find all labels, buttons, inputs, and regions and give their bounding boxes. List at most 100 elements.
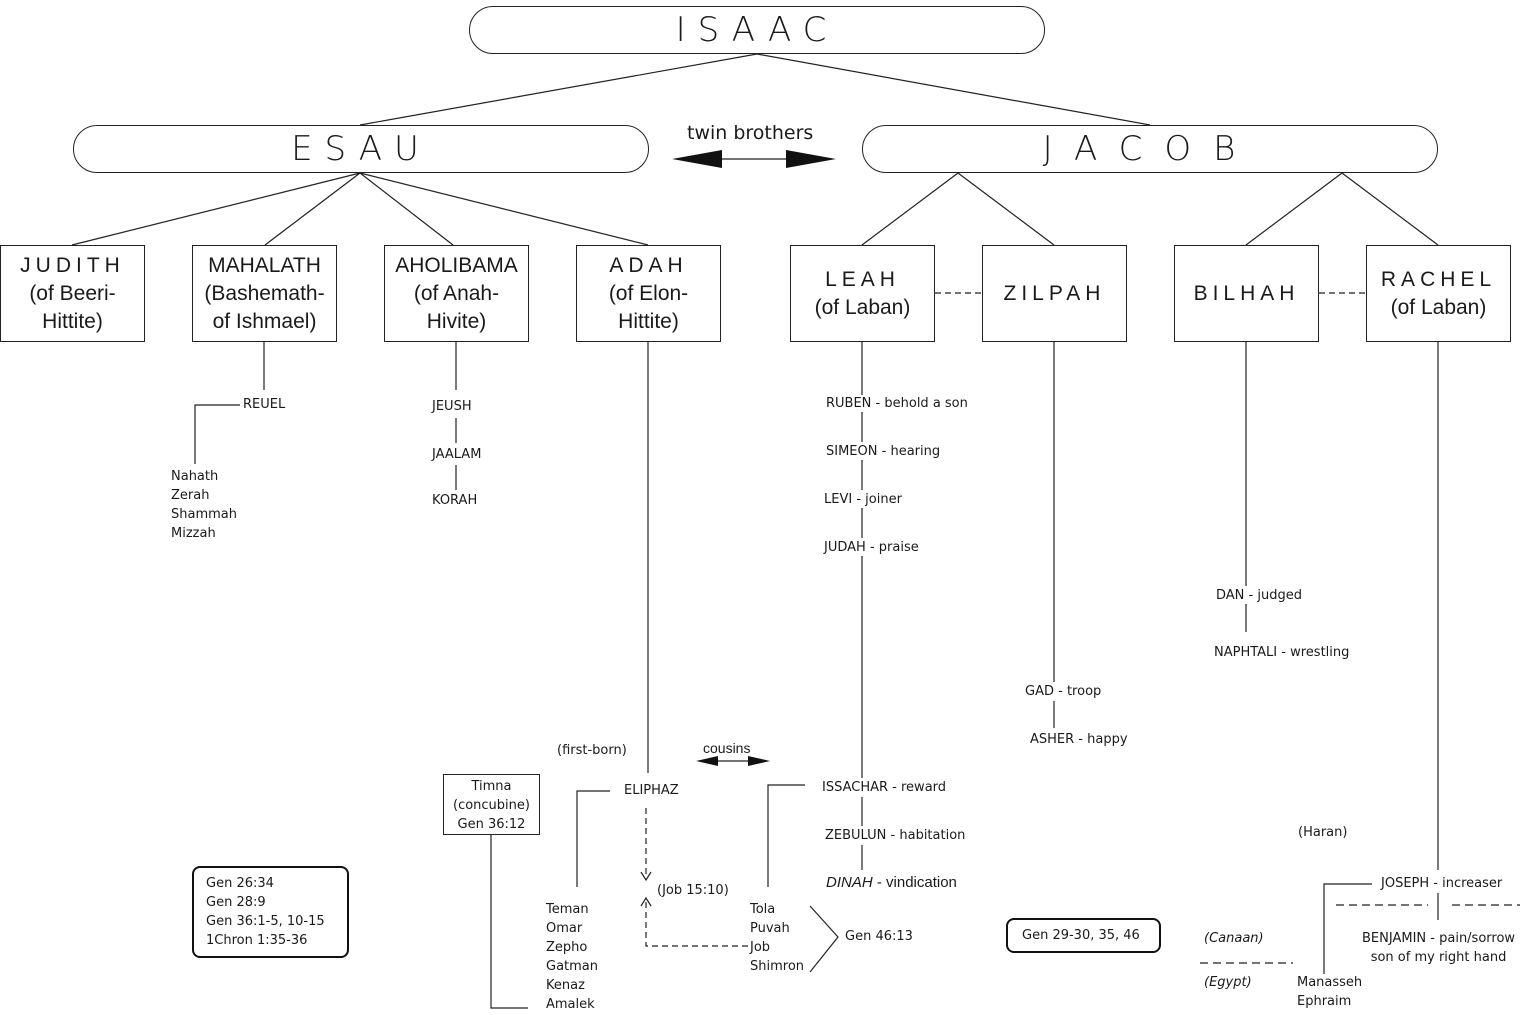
node-judith[interactable]: JUDITH (of Beeri- Hittite) xyxy=(0,245,145,342)
line-esau-mahalath xyxy=(264,172,361,246)
judith-name: JUDITH xyxy=(20,253,125,277)
rachel-name: RACHEL xyxy=(1380,267,1497,291)
reference-item: Gen 26:34 xyxy=(206,876,274,891)
judith-origin: (of Beeri- xyxy=(29,281,116,305)
zilpah-name: ZILPAH xyxy=(1003,281,1106,305)
list-item: Kenaz xyxy=(546,978,585,993)
list-item: Teman xyxy=(546,902,589,917)
esau-references: Gen 26:34 Gen 28:9 Gen 36:1-5, 10-15 1Ch… xyxy=(192,866,349,958)
node-asher[interactable]: ASHER - happy xyxy=(1030,732,1128,747)
node-issachar[interactable]: ISSACHAR - reward xyxy=(822,780,947,795)
node-simeon[interactable]: SIMEON - hearing xyxy=(826,444,941,459)
benjamin-meaning-2: son of my right hand xyxy=(1370,950,1507,965)
line-eliphaz-sons xyxy=(576,790,610,887)
line-jacob-bilhah xyxy=(1245,172,1343,246)
cousins-arrow-right-head xyxy=(748,756,770,766)
list-item: Manasseh xyxy=(1297,975,1363,990)
line-esau-aholibama xyxy=(359,172,454,246)
node-zebulun[interactable]: ZEBULUN - habitation xyxy=(825,828,966,843)
jacob-references: Gen 29-30, 35, 46 xyxy=(1006,918,1161,953)
timna-role: (concubine) xyxy=(453,798,530,813)
node-timna[interactable]: Timna (concubine) Gen 36:12 xyxy=(443,774,540,835)
line-job-dashed xyxy=(645,900,748,947)
rachel-origin: (of Laban) xyxy=(1390,295,1487,319)
leah-origin: (of Laban) xyxy=(814,295,911,319)
cousins-arrow-left-head xyxy=(696,756,718,766)
line-jacob-rachel xyxy=(1341,172,1439,246)
list-item: Zerah xyxy=(171,488,210,503)
adah-origin: (of Elon- xyxy=(608,281,689,305)
node-gad[interactable]: GAD - troop xyxy=(1025,684,1102,699)
jacob-label: JACOB xyxy=(1042,129,1258,169)
line-jacob-leah xyxy=(861,172,959,246)
bracket-gen4613 xyxy=(809,905,839,973)
node-naphtali[interactable]: NAPHTALI - wrestling xyxy=(1214,645,1350,660)
arrow-up-job xyxy=(640,896,652,907)
line-issachar-sons xyxy=(767,784,805,887)
list-item: Shimron xyxy=(750,959,805,974)
first-born-note: (first-born) xyxy=(557,743,627,758)
mahalath-name: MAHALATH xyxy=(208,253,321,277)
reference-item: Gen 28:9 xyxy=(206,895,266,910)
joseph-sons-list: Manasseh Ephraim xyxy=(1297,973,1362,1011)
arrow-down-job xyxy=(640,871,652,882)
node-adah[interactable]: ADAH (of Elon- Hittite) xyxy=(576,245,721,342)
place-egypt: (Egypt) xyxy=(1204,975,1252,990)
eliphaz-sons-list: Teman Omar Zepho Gatman Kenaz Amalek xyxy=(546,900,598,1014)
node-aholibama[interactable]: AHOLIBAMA (of Anah- Hivite) xyxy=(384,245,529,342)
node-jaalam[interactable]: JAALAM xyxy=(432,447,482,462)
aholibama-origin: (of Anah- xyxy=(413,281,500,305)
node-judah[interactable]: JUDAH - praise xyxy=(824,540,919,555)
list-item: Job xyxy=(750,940,771,955)
node-leah[interactable]: LEAH (of Laban) xyxy=(790,245,935,342)
node-joseph[interactable]: JOSEPH - increaser xyxy=(1381,876,1503,891)
node-levi[interactable]: LEVI - joiner xyxy=(824,492,902,507)
aholibama-name: AHOLIBAMA xyxy=(395,253,518,277)
node-eliphaz[interactable]: ELIPHAZ xyxy=(624,783,679,798)
mahalath-origin-2: of Ishmael) xyxy=(212,309,317,333)
esau-label: ESAU xyxy=(291,129,431,169)
node-isaac[interactable]: ISAAC xyxy=(469,6,1045,54)
reference-item: Gen 36:1-5, 10-15 xyxy=(206,914,325,929)
node-ruben[interactable]: RUBEN - behold a son xyxy=(826,396,968,411)
place-canaan: (Canaan) xyxy=(1204,931,1264,946)
node-dinah[interactable]: DINAH - vindication xyxy=(826,874,957,891)
node-rachel[interactable]: RACHEL (of Laban) xyxy=(1366,245,1511,342)
node-dan[interactable]: DAN - judged xyxy=(1216,588,1302,603)
node-jeush[interactable]: JEUSH xyxy=(432,399,472,414)
line-joseph-sons xyxy=(1323,883,1372,974)
isaac-label: ISAAC xyxy=(675,10,839,50)
job-reference: (Job 15:10) xyxy=(657,883,729,898)
list-item: Nahath xyxy=(171,469,219,484)
line-isaac-esau xyxy=(359,53,758,126)
issachar-sons-list: Tola Puvah Job Shimron xyxy=(750,900,804,976)
list-item: Amalek xyxy=(546,997,595,1012)
reference-item: 1Chron 1:35-36 xyxy=(206,933,308,948)
reuel-sons-list: Nahath Zerah Shammah Mizzah xyxy=(171,467,237,543)
node-esau[interactable]: ESAU xyxy=(73,125,649,173)
issachar-sons-ref: Gen 46:13 xyxy=(845,929,913,944)
line-reuel-sons xyxy=(194,404,240,464)
line-esau-judith xyxy=(71,172,361,246)
mahalath-origin: (Bashemath- xyxy=(204,281,325,305)
node-reuel[interactable]: REUEL xyxy=(243,397,286,412)
list-item: Gatman xyxy=(546,959,599,974)
list-item: Omar xyxy=(546,921,583,936)
list-item: Zepho xyxy=(546,940,588,955)
node-benjamin[interactable]: BENJAMIN - pain/sorrow son of my right h… xyxy=(1362,931,1516,965)
node-mahalath[interactable]: MAHALATH (Bashemath- of Ishmael) xyxy=(192,245,337,342)
judith-origin-2: Hittite) xyxy=(42,309,103,333)
list-item: Shammah xyxy=(171,507,237,522)
node-zilpah[interactable]: ZILPAH xyxy=(982,245,1127,342)
node-korah[interactable]: KORAH xyxy=(432,493,478,508)
leah-name: LEAH xyxy=(825,267,900,291)
timna-name: Timna xyxy=(471,779,512,794)
place-haran: (Haran) xyxy=(1298,825,1348,840)
line-timna-amalek xyxy=(490,834,528,1009)
list-item: Puvah xyxy=(750,921,790,936)
node-jacob[interactable]: JACOB xyxy=(862,125,1438,173)
list-item: Ephraim xyxy=(1297,994,1352,1009)
node-bilhah[interactable]: BILHAH xyxy=(1174,245,1319,342)
adah-name: ADAH xyxy=(609,253,688,277)
